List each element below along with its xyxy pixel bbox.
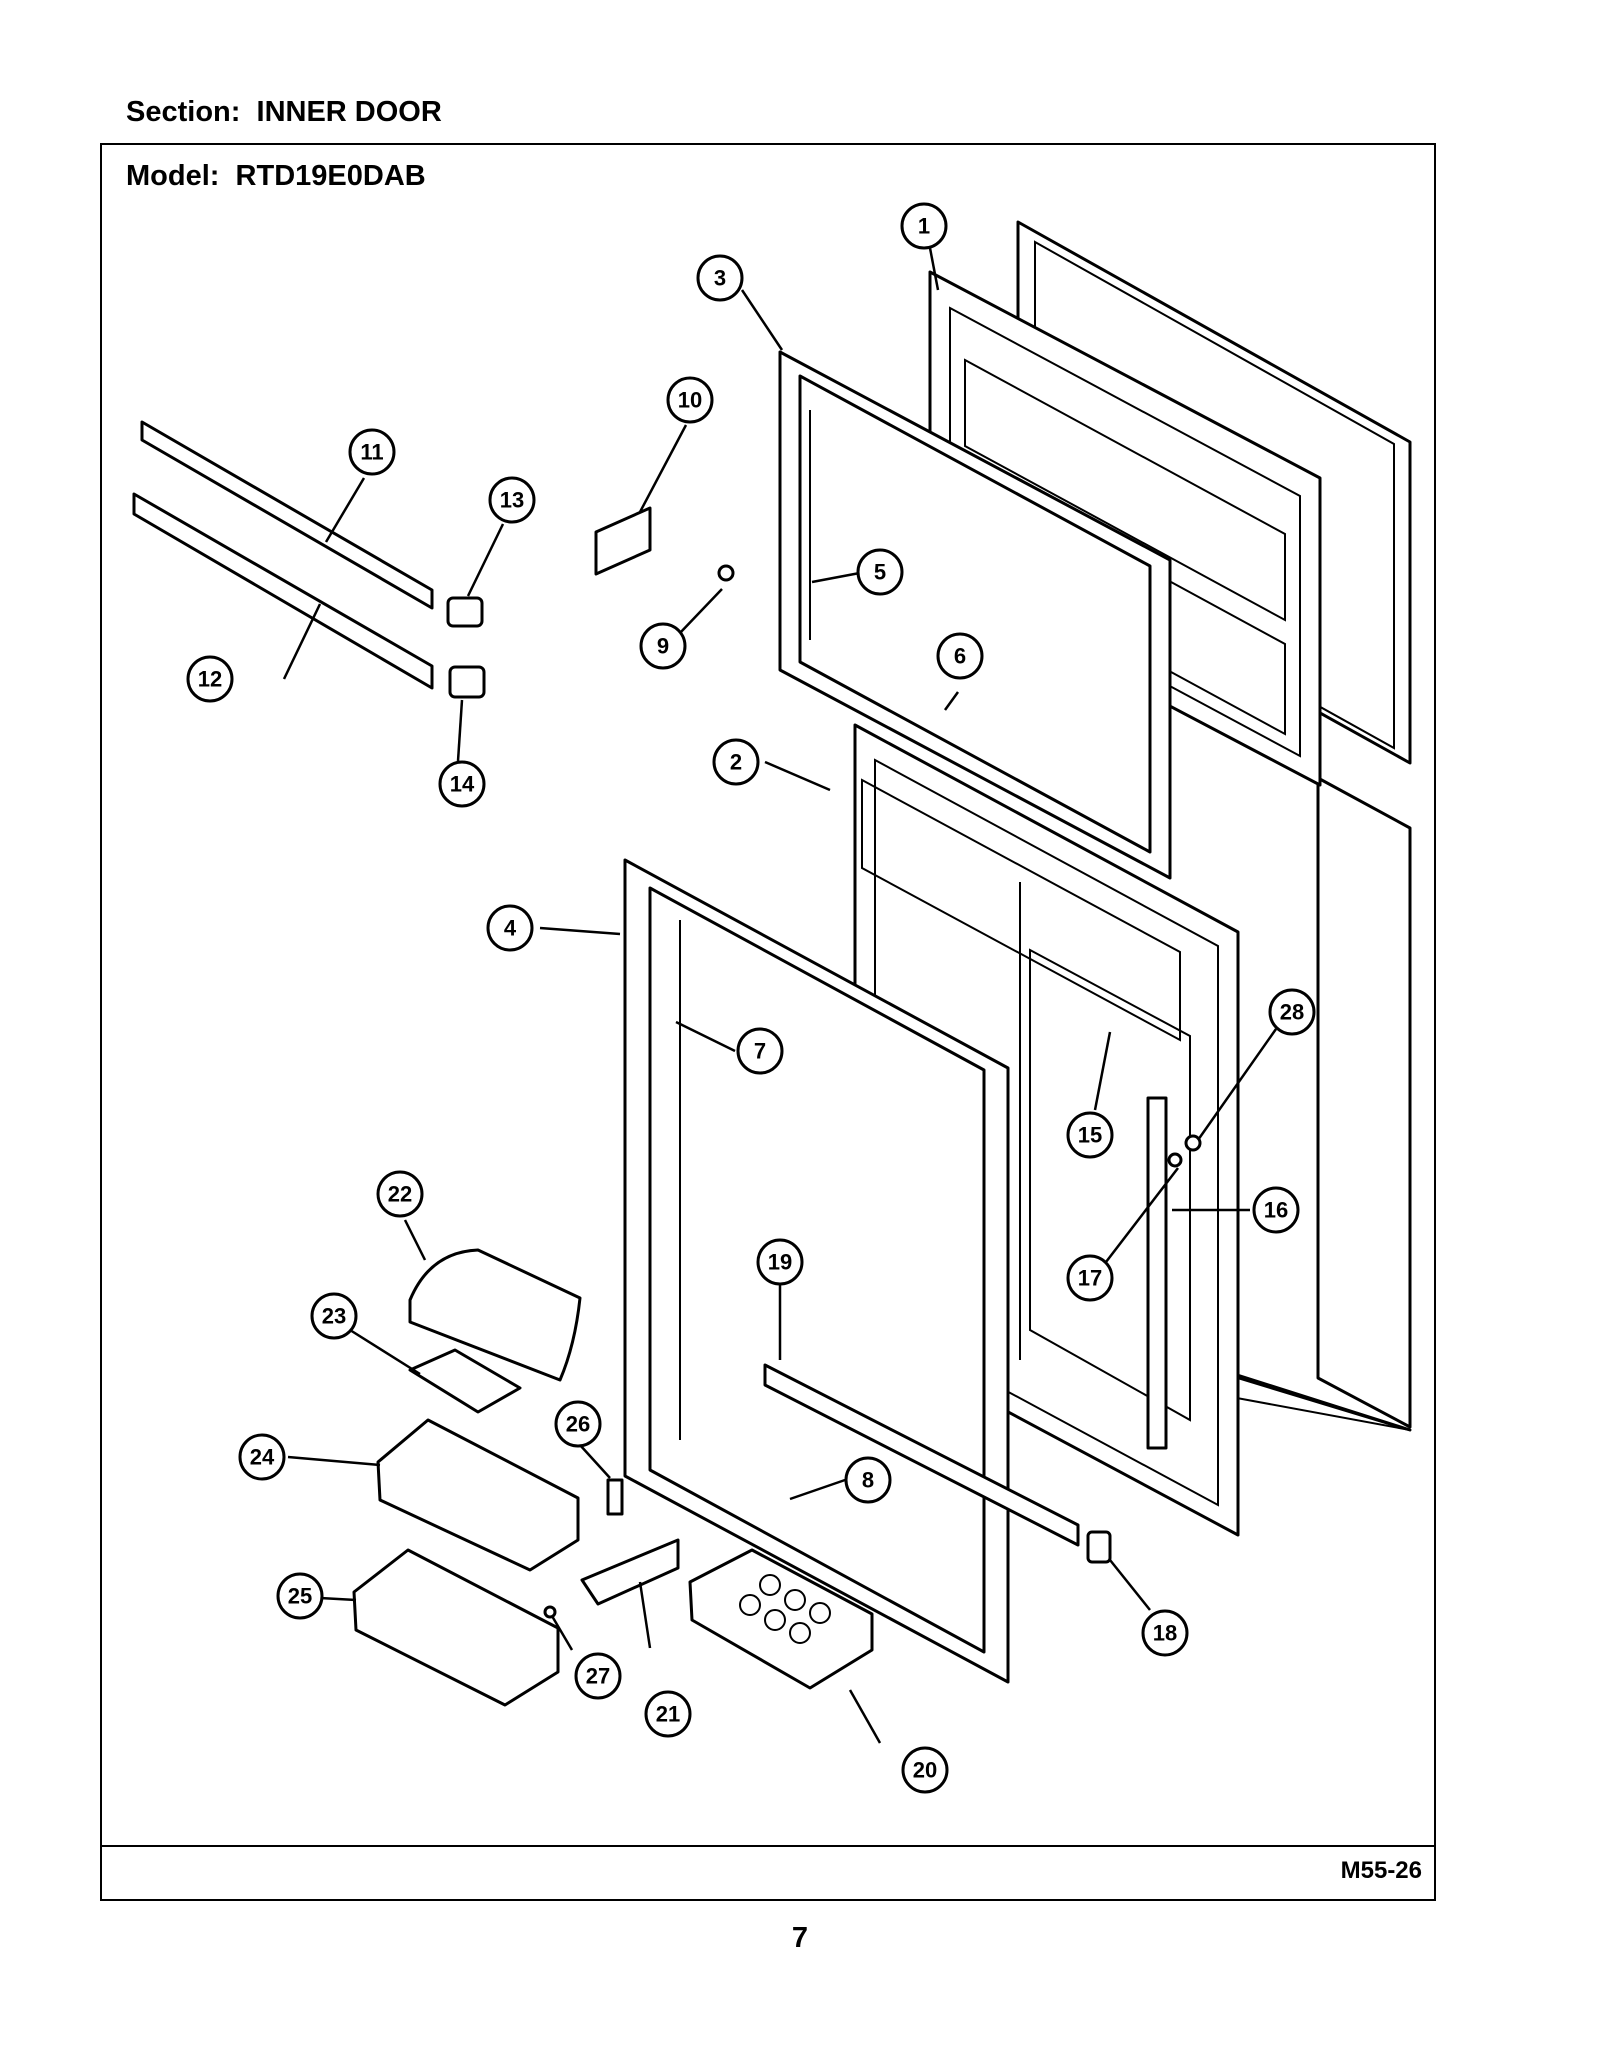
dairy-door bbox=[408, 1248, 582, 1382]
svg-text:12: 12 bbox=[198, 667, 222, 692]
egg-tray bbox=[688, 1548, 874, 1690]
retainer-clip bbox=[543, 1605, 557, 1619]
svg-text:28: 28 bbox=[1280, 1000, 1304, 1025]
callout-25: 25 bbox=[276, 1572, 324, 1620]
svg-text:4: 4 bbox=[504, 916, 517, 941]
section-title: Section: INNER DOOR bbox=[126, 96, 442, 128]
callout-2: 2 bbox=[712, 738, 760, 786]
svg-text:19: 19 bbox=[768, 1250, 792, 1275]
callout-14: 14 bbox=[438, 760, 486, 808]
bin-bracket bbox=[606, 1478, 624, 1516]
trim-cap-14 bbox=[448, 665, 486, 699]
svg-text:13: 13 bbox=[500, 488, 524, 513]
door-bin-lower bbox=[352, 1548, 560, 1707]
svg-text:2: 2 bbox=[730, 750, 742, 775]
callout-5: 5 bbox=[856, 548, 904, 596]
trim-cap-13 bbox=[446, 596, 484, 628]
upper-door-gasket bbox=[778, 350, 1172, 880]
callout-1: 1 bbox=[900, 202, 948, 250]
svg-text:26: 26 bbox=[566, 1412, 590, 1437]
svg-text:6: 6 bbox=[954, 644, 966, 669]
callout-20: 20 bbox=[901, 1746, 949, 1794]
callout-4: 4 bbox=[486, 904, 534, 952]
svg-text:25: 25 bbox=[288, 1584, 312, 1609]
callout-15: 15 bbox=[1066, 1111, 1114, 1159]
callout-6: 6 bbox=[936, 632, 984, 680]
callout-16: 16 bbox=[1252, 1186, 1300, 1234]
callout-9: 9 bbox=[639, 622, 687, 670]
lower-door-gasket bbox=[623, 858, 1010, 1684]
leader-lines bbox=[282, 247, 1278, 1744]
svg-text:1: 1 bbox=[918, 214, 930, 239]
svg-text:20: 20 bbox=[913, 1758, 937, 1783]
door-bin-upper bbox=[376, 1418, 580, 1572]
svg-text:21: 21 bbox=[656, 1702, 680, 1727]
callout-22: 22 bbox=[376, 1170, 424, 1218]
egg-cups bbox=[739, 1574, 831, 1644]
trim-strip-upper bbox=[140, 420, 434, 610]
svg-text:14: 14 bbox=[450, 772, 475, 797]
svg-text:16: 16 bbox=[1264, 1198, 1288, 1223]
callout-7: 7 bbox=[736, 1027, 784, 1075]
svg-text:23: 23 bbox=[322, 1304, 346, 1329]
svg-text:11: 11 bbox=[360, 440, 383, 465]
callout-10: 10 bbox=[666, 376, 714, 424]
model-title: Model: RTD19E0DAB bbox=[126, 160, 426, 192]
figure-code: M55-26 bbox=[1340, 1857, 1422, 1884]
svg-text:10: 10 bbox=[678, 388, 702, 413]
svg-text:7: 7 bbox=[754, 1039, 766, 1064]
bin-retainer bbox=[580, 1538, 680, 1606]
svg-text:22: 22 bbox=[388, 1182, 412, 1207]
callout-12: 12 bbox=[186, 655, 234, 703]
svg-text:5: 5 bbox=[874, 560, 886, 585]
callout-19: 19 bbox=[756, 1238, 804, 1286]
callout-17: 17 bbox=[1066, 1254, 1114, 1302]
side-rail bbox=[1146, 1096, 1168, 1450]
callout-11: 11 bbox=[348, 428, 396, 476]
footer-divider bbox=[100, 1845, 1436, 1847]
screw-9 bbox=[717, 564, 735, 582]
callout-13: 13 bbox=[488, 476, 536, 524]
shoulder-screw bbox=[1167, 1152, 1183, 1168]
trim-strip-lower bbox=[132, 492, 434, 690]
svg-text:15: 15 bbox=[1078, 1123, 1102, 1148]
callout-21: 21 bbox=[644, 1690, 692, 1738]
callout-8: 8 bbox=[844, 1456, 892, 1504]
svg-text:9: 9 bbox=[657, 634, 669, 659]
callout-27: 27 bbox=[574, 1652, 622, 1700]
svg-text:24: 24 bbox=[250, 1445, 275, 1470]
diagram-frame bbox=[100, 143, 1436, 1901]
svg-text:8: 8 bbox=[862, 1468, 874, 1493]
callout-24: 24 bbox=[238, 1433, 286, 1481]
spacer bbox=[1184, 1134, 1202, 1152]
dairy-tray bbox=[408, 1348, 522, 1414]
end-cap bbox=[1086, 1530, 1112, 1564]
svg-text:18: 18 bbox=[1153, 1621, 1177, 1646]
shelf-bar bbox=[763, 1363, 1080, 1547]
svg-text:3: 3 bbox=[714, 266, 726, 291]
callout-26: 26 bbox=[554, 1400, 602, 1448]
callout-28: 28 bbox=[1268, 988, 1316, 1036]
svg-text:27: 27 bbox=[586, 1664, 610, 1689]
callout-3: 3 bbox=[696, 254, 744, 302]
hinge-clip bbox=[594, 506, 652, 576]
callout-18: 18 bbox=[1141, 1609, 1189, 1657]
svg-text:17: 17 bbox=[1078, 1266, 1102, 1291]
callout-23: 23 bbox=[310, 1292, 358, 1340]
page-number: 7 bbox=[791, 1922, 809, 1954]
